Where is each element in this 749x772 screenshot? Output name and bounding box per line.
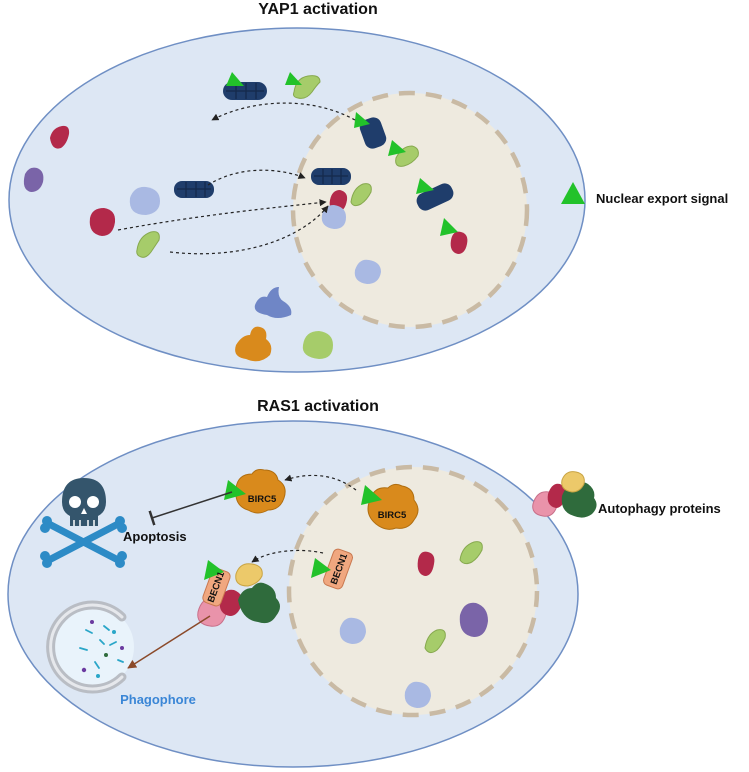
taz-protein-cyto-top	[285, 72, 321, 99]
autophagy-legend-icon	[532, 471, 597, 518]
phagophore-label: Phagophore	[120, 692, 196, 707]
birc5-export-arrow	[284, 474, 357, 491]
ras1-panel-title: RAS1 activation	[257, 398, 379, 415]
export-arrow-top	[211, 102, 356, 121]
ras1-nucleus	[286, 464, 540, 718]
yap1-panel-title: YAP1 activation	[258, 1, 377, 18]
orange-protein-cyto	[235, 326, 272, 362]
yap-protein-nuclear-1	[354, 112, 387, 149]
phagophore-icon	[46, 600, 134, 694]
periwinkle-protein-cyto-1	[129, 186, 160, 215]
becn1-protein-nuclear: BECN1	[311, 548, 353, 590]
import-arrow-taz	[169, 205, 329, 255]
taz-protein-cyto-mid	[136, 231, 160, 258]
nes-legend-icon	[561, 182, 585, 204]
autophagy-legend-label: Autophagy proteins	[598, 501, 721, 516]
birc5-protein-cyto: BIRC5	[224, 469, 286, 514]
periwinkle-protein-nuclear-2	[354, 259, 381, 284]
crimson-protein-nuclear-3	[417, 551, 435, 576]
import-arrow-crimson	[117, 199, 327, 231]
green-protein-cyto-lower	[302, 331, 333, 359]
crimson-protein-nuclear-2	[440, 218, 468, 254]
autophagy-complex-cyto: BECN1	[197, 560, 280, 627]
birc5-inhibits-apoptosis	[148, 491, 233, 526]
birc5-cyto-label: BIRC5	[248, 494, 277, 505]
becn1-export-arrow	[251, 549, 324, 563]
yap-protein-nuclear-3	[416, 178, 454, 211]
crimson-protein-cyto-2	[89, 208, 116, 236]
crimson-protein-cyto-1	[50, 125, 70, 149]
purple-protein-nuclear	[459, 602, 488, 637]
nes-legend-label: Nuclear export signal	[596, 191, 728, 206]
taz-protein-nuclear-2	[350, 183, 372, 207]
yap-protein-cyto-mid	[174, 181, 214, 198]
birc5-nuclear-label: BIRC5	[378, 510, 407, 521]
taz-protein-nuclear-4	[424, 629, 446, 654]
periwinkle-protein-nuclear-4	[404, 681, 431, 708]
periwinkle-protein-nuclear-3	[339, 617, 366, 644]
taz-protein-nuclear-1	[388, 140, 419, 167]
birc5-protein-nuclear: BIRC5	[361, 483, 419, 530]
yap-protein-nuclear-2	[311, 168, 351, 185]
blue-protein-cyto-lower	[254, 287, 292, 318]
import-arrow-yap	[207, 169, 306, 186]
autophagy-arrow	[127, 615, 211, 669]
purple-protein-cyto-1	[23, 167, 44, 192]
skull-crossbones-icon	[40, 478, 127, 568]
apoptosis-label: Apoptosis	[123, 529, 187, 544]
yap-protein-cyto-top	[223, 72, 267, 100]
taz-protein-nuclear-3	[459, 541, 483, 565]
periwinkle-protein-nuclear-1	[321, 205, 346, 229]
yap1-nucleus	[290, 90, 530, 330]
